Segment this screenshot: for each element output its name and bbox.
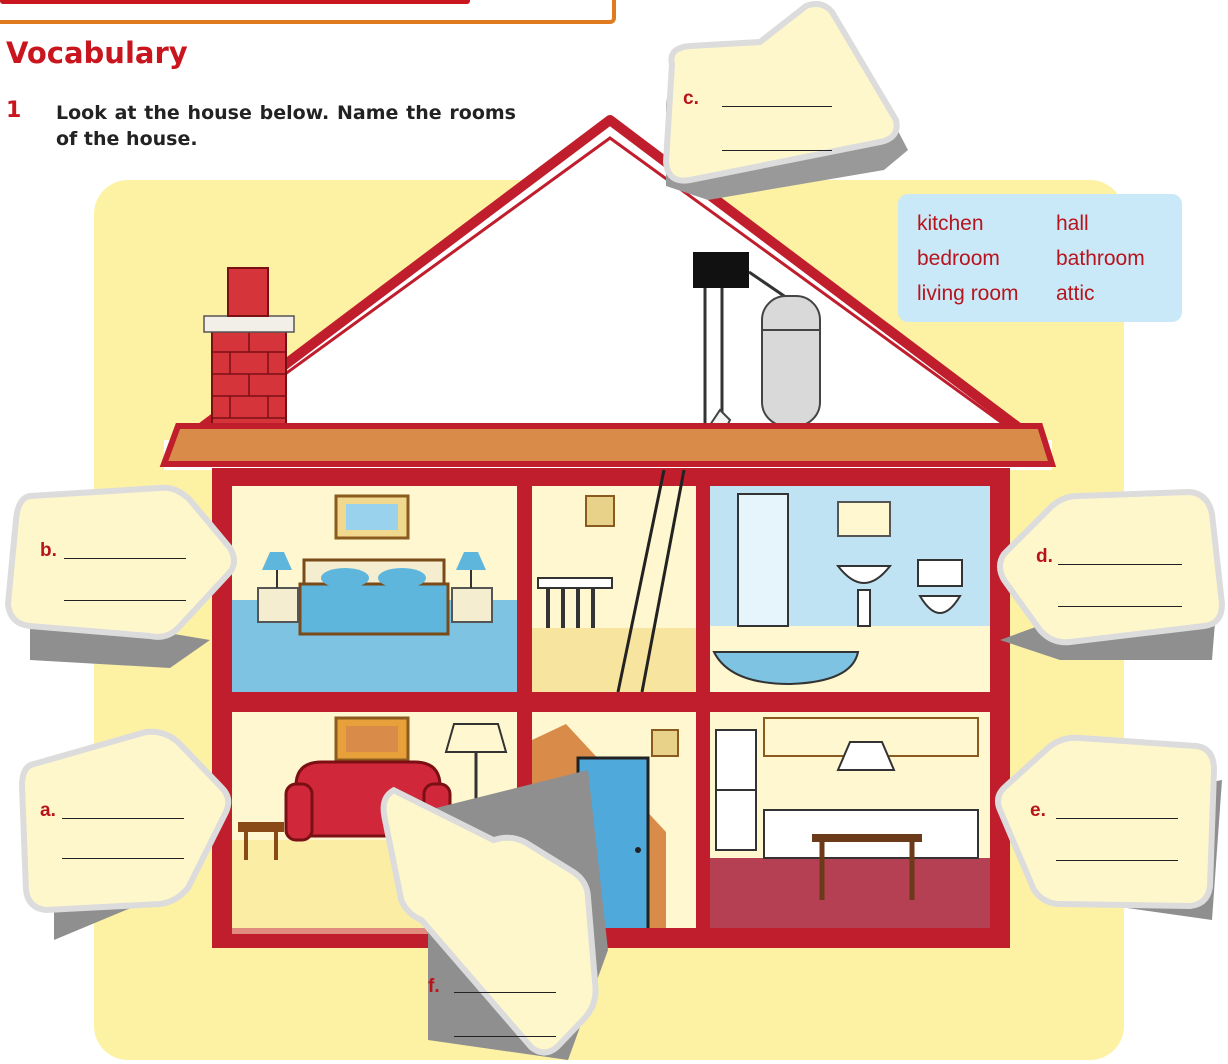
answer-line-b-1[interactable] (64, 558, 186, 559)
answer-line-d-1[interactable] (1058, 564, 1182, 565)
callout-b-shape (8, 488, 234, 668)
answer-line-a-1[interactable] (62, 818, 184, 819)
room-bathroom (710, 486, 992, 692)
word-bank-item: hall (1056, 212, 1089, 236)
callout-c-label: c. (683, 88, 699, 110)
word-bank-item: bathroom (1056, 247, 1145, 271)
answer-line-b-2[interactable] (64, 600, 186, 601)
word-bank-item: kitchen (917, 212, 984, 236)
answer-line-a-2[interactable] (62, 858, 184, 859)
word-bank-item: attic (1056, 282, 1095, 306)
word-bank-item: living room (917, 282, 1019, 306)
word-bank-item: bedroom (917, 247, 1000, 271)
callout-d-label: d. (1036, 546, 1053, 568)
answer-line-d-2[interactable] (1058, 606, 1182, 607)
callout-c-shape (666, 4, 908, 200)
callout-f-label: f. (428, 976, 440, 998)
answer-line-c-2[interactable] (722, 150, 832, 151)
answer-line-e-1[interactable] (1056, 818, 1178, 819)
room-kitchen (710, 712, 992, 928)
answer-line-f-1[interactable] (454, 992, 556, 993)
callout-b-label: b. (40, 540, 57, 562)
room-landing (532, 470, 696, 692)
answer-line-e-2[interactable] (1056, 860, 1178, 861)
callout-e-label: e. (1030, 800, 1046, 822)
room-bedroom (232, 486, 517, 692)
answer-line-f-2[interactable] (454, 1036, 556, 1037)
callout-a-label: a. (40, 800, 56, 822)
answer-line-c-1[interactable] (722, 106, 832, 107)
